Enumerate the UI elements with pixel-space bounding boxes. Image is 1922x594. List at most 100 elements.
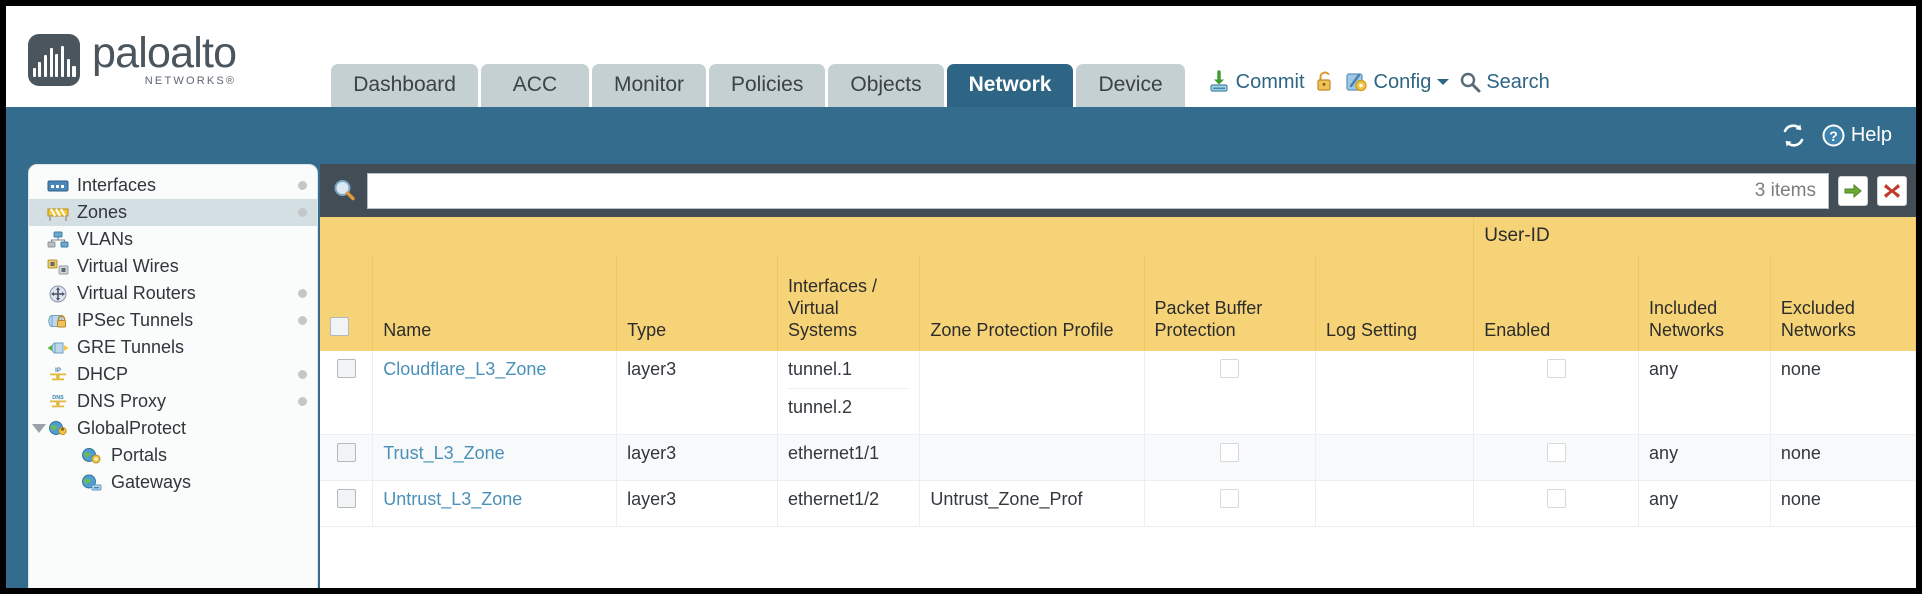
userid-enabled-checkbox[interactable] — [1546, 489, 1566, 509]
top-header-bar: paloalto NETWORKS® Dashboard ACC Monitor… — [6, 6, 1916, 107]
sidebar-item-label: DHCP — [77, 364, 129, 384]
cell-excluded-networks: none — [1770, 480, 1916, 528]
help-button[interactable]: ? Help — [1821, 123, 1892, 148]
col-header-interfaces[interactable]: Interfaces / Virtual Systems — [777, 256, 921, 352]
select-all-checkbox[interactable] — [330, 317, 349, 337]
table-row[interactable]: Cloudflare_L3_Zone layer3 tunnel.1 tunne… — [320, 351, 1916, 436]
zone-name-link[interactable]: Trust_L3_Zone — [383, 443, 505, 464]
refresh-icon[interactable] — [1780, 122, 1807, 149]
zone-name-link[interactable]: Untrust_L3_Zone — [383, 489, 523, 510]
status-dot — [298, 316, 307, 325]
col-header-packet-buffer-protection[interactable]: Packet Buffer Protection — [1144, 256, 1316, 352]
search-label: Search — [1486, 70, 1550, 93]
cell-packet-buffer-protection[interactable] — [1144, 434, 1316, 482]
commit-button[interactable]: Commit — [1207, 70, 1305, 94]
zones-barrier-icon — [47, 204, 69, 222]
virtual-wires-icon — [47, 258, 69, 276]
cell-packet-buffer-protection[interactable] — [1144, 480, 1316, 528]
sidebar-item-dns-proxy[interactable]: DNS DNS Proxy — [29, 388, 317, 415]
tab-dashboard[interactable]: Dashboard — [331, 64, 478, 107]
userid-enabled-checkbox[interactable] — [1546, 359, 1566, 379]
cell-interfaces: ethernet1/1 — [777, 434, 921, 482]
packet-buffer-protection-checkbox[interactable] — [1220, 443, 1240, 463]
apply-filter-button[interactable] — [1838, 175, 1868, 206]
cell-userid-enabled[interactable] — [1473, 480, 1640, 528]
select-all-header[interactable] — [320, 256, 374, 352]
filter-toolbar: 3 items — [320, 164, 1916, 217]
cell-zone-protection-profile: Untrust_Zone_Prof — [919, 480, 1145, 528]
row-select-checkbox[interactable] — [336, 443, 356, 463]
sidebar-item-virtual-wires[interactable]: Virtual Wires — [29, 253, 317, 280]
col-header-log-setting[interactable]: Log Setting — [1315, 256, 1475, 352]
row-select-cell[interactable] — [320, 351, 374, 436]
sidebar-item-label: Interfaces — [77, 175, 157, 195]
status-dot — [298, 181, 307, 190]
sidebar-item-gateways[interactable]: Gateways — [29, 469, 317, 496]
table-row[interactable]: Untrust_L3_Zone layer3 ethernet1/2 Untru… — [320, 480, 1916, 528]
chevron-down-icon — [1436, 77, 1450, 87]
row-select-cell[interactable] — [320, 434, 374, 482]
tab-monitor[interactable]: Monitor — [591, 64, 706, 107]
userid-enabled-checkbox[interactable] — [1546, 443, 1566, 463]
tab-policies[interactable]: Policies — [709, 64, 826, 107]
config-menu-button[interactable]: Config — [1345, 70, 1451, 94]
sidebar-item-virtual-routers[interactable]: Virtual Routers — [29, 280, 317, 307]
col-header-zone-protection-profile[interactable]: Zone Protection Profile — [919, 256, 1145, 352]
zones-table: User-ID Name Type Interfaces / Virtual S… — [320, 217, 1916, 528]
table-row[interactable]: Trust_L3_Zone layer3 ethernet1/1 — [320, 434, 1916, 482]
dns-proxy-icon: DNS — [47, 393, 69, 411]
green-arrow-apply-icon — [1843, 181, 1863, 201]
cell-name[interactable]: Untrust_L3_Zone — [372, 480, 618, 528]
cell-type: layer3 — [616, 434, 779, 482]
sidebar-item-globalprotect[interactable]: GlobalProtect — [29, 415, 317, 442]
row-select-checkbox[interactable] — [336, 489, 356, 509]
filter-input-wrapper[interactable]: 3 items — [367, 172, 1829, 209]
tab-objects[interactable]: Objects — [828, 64, 944, 107]
cell-type: layer3 — [616, 480, 779, 528]
row-select-cell[interactable] — [320, 480, 374, 528]
cell-packet-buffer-protection[interactable] — [1144, 351, 1316, 436]
sidebar-item-dhcp[interactable]: IP DHCP — [29, 361, 317, 388]
sidebar-item-portals[interactable]: Portals — [29, 442, 317, 469]
padlock-icon[interactable] — [1314, 70, 1336, 94]
search-input[interactable] — [380, 180, 1747, 201]
sidebar-item-label: IPSec Tunnels — [77, 310, 194, 330]
cell-name[interactable]: Cloudflare_L3_Zone — [372, 351, 618, 436]
config-label: Config — [1373, 70, 1432, 93]
search-button[interactable]: Search — [1459, 70, 1550, 94]
packet-buffer-protection-checkbox[interactable] — [1220, 359, 1240, 379]
cell-name[interactable]: Trust_L3_Zone — [372, 434, 618, 482]
cell-userid-enabled[interactable] — [1473, 351, 1640, 436]
globalprotect-icon — [47, 420, 69, 438]
interface-item: ethernet1/1 — [788, 443, 880, 464]
sidebar-item-zones[interactable]: Zones — [29, 199, 317, 226]
col-header-name[interactable]: Name — [372, 256, 618, 352]
table-head: User-ID Name Type Interfaces / Virtual S… — [320, 217, 1916, 352]
zone-name-link[interactable]: Cloudflare_L3_Zone — [383, 359, 547, 380]
clear-filter-button[interactable] — [1877, 175, 1907, 206]
expand-collapse-caret-icon[interactable] — [32, 424, 46, 433]
search-magnifier-icon[interactable] — [332, 178, 358, 204]
dhcp-icon: IP — [47, 366, 69, 384]
svg-text:IP: IP — [55, 368, 61, 374]
packet-buffer-protection-checkbox[interactable] — [1220, 489, 1240, 509]
cell-included-networks: any — [1638, 480, 1771, 528]
col-header-userid-enabled[interactable]: Enabled — [1473, 256, 1640, 352]
sidebar-item-vlans[interactable]: VLANs — [29, 226, 317, 253]
group-header-spacer — [320, 217, 1475, 257]
interface-item: tunnel.1 — [788, 359, 853, 380]
sidebar-item-interfaces[interactable]: Interfaces — [29, 172, 317, 199]
cell-userid-enabled[interactable] — [1473, 434, 1640, 482]
sidebar-item-ipsec-tunnels[interactable]: IPSec Tunnels — [29, 307, 317, 334]
tab-acc[interactable]: ACC — [480, 64, 589, 107]
tab-network[interactable]: Network — [946, 64, 1074, 107]
zones-table-wrapper: User-ID Name Type Interfaces / Virtual S… — [320, 217, 1916, 588]
col-header-included-networks[interactable]: Included Networks — [1638, 256, 1771, 352]
col-header-excluded-networks[interactable]: Excluded Networks — [1770, 256, 1916, 352]
tab-device[interactable]: Device — [1076, 64, 1185, 107]
sidebar-item-gre-tunnels[interactable]: GRE Tunnels — [29, 334, 317, 361]
brand-name: paloalto — [92, 29, 237, 78]
col-header-type[interactable]: Type — [616, 256, 779, 352]
row-select-checkbox[interactable] — [336, 359, 356, 379]
brand-logo: paloalto NETWORKS® — [28, 29, 237, 87]
